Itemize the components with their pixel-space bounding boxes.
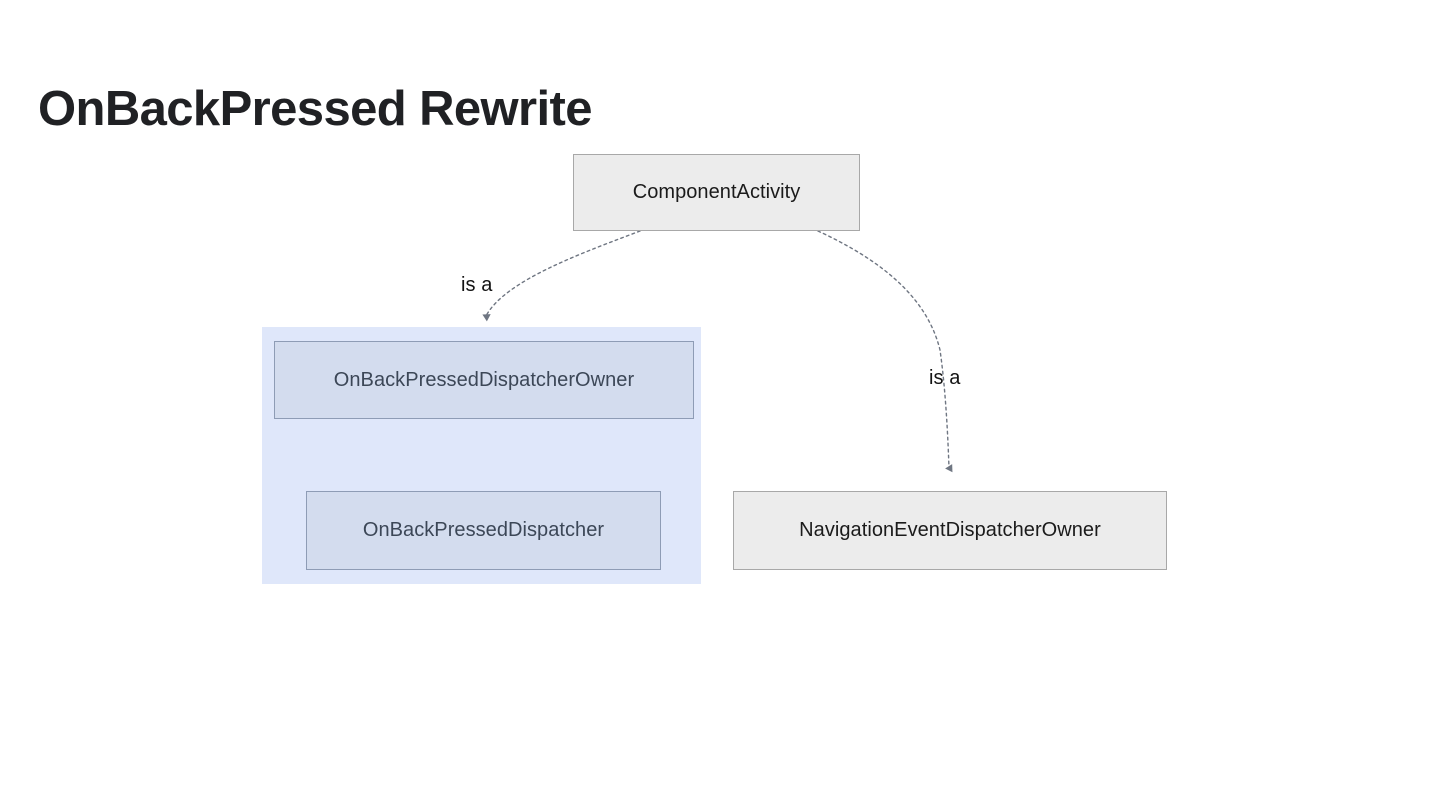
- node-navigation-event-dispatcher-owner-label: NavigationEventDispatcherOwner: [799, 519, 1101, 541]
- node-component-activity[interactable]: ComponentActivity: [573, 154, 860, 231]
- edge-component-activity-to-navigation-event-dispatcher-owner: [817, 230, 953, 473]
- node-navigation-event-dispatcher-owner[interactable]: NavigationEventDispatcherOwner: [733, 491, 1167, 570]
- edge-label-is-a-left: is a: [461, 274, 493, 296]
- edge-component-activity-to-onbackpressed-dispatcher-owner: [482, 230, 641, 322]
- edge-label-is-a-right: is a: [929, 367, 961, 389]
- node-onbackpressed-dispatcher-owner[interactable]: OnBackPressedDispatcherOwner: [274, 341, 694, 419]
- page-title: OnBackPressed Rewrite: [38, 82, 593, 136]
- node-component-activity-label: ComponentActivity: [632, 181, 801, 203]
- node-onbackpressed-dispatcher[interactable]: OnBackPressedDispatcher: [306, 491, 661, 570]
- node-onbackpressed-dispatcher-owner-label: OnBackPressedDispatcherOwner: [333, 368, 635, 391]
- node-onbackpressed-dispatcher-label: OnBackPressedDispatcher: [362, 519, 605, 541]
